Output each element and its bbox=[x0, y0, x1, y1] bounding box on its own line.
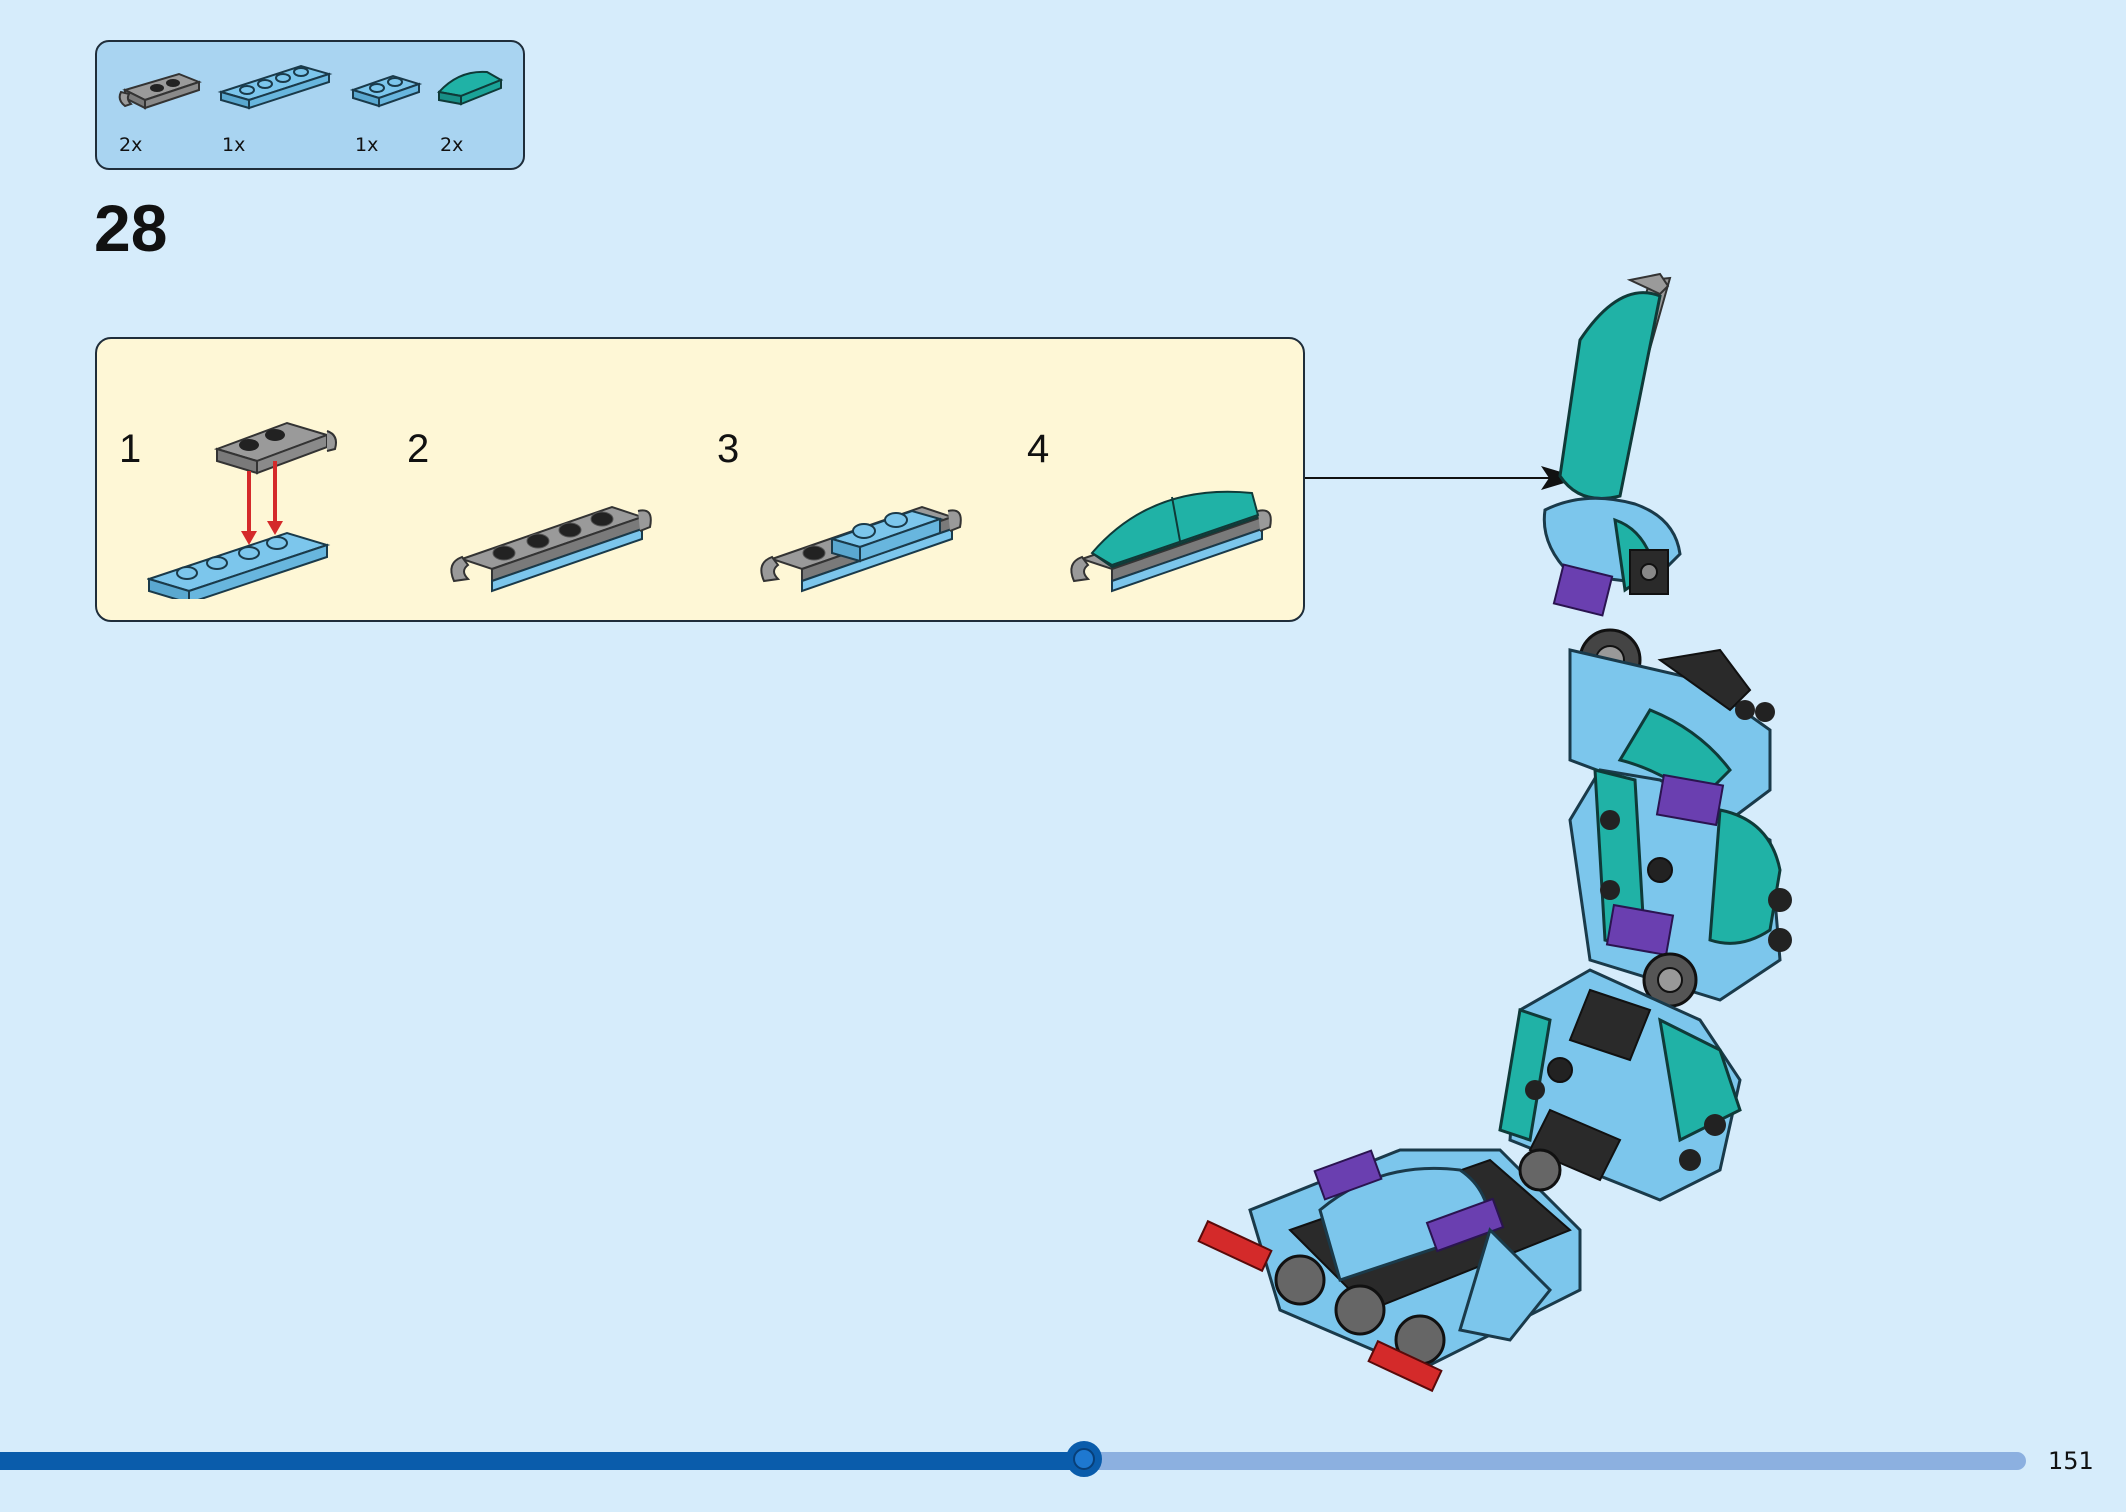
sub-step-number: 2 bbox=[407, 427, 430, 471]
gray-clip-plate-icon bbox=[117, 52, 207, 122]
sub-step-2-illustration bbox=[442, 449, 662, 603]
progress-fill bbox=[0, 1452, 1084, 1470]
teal-curved-slope-icon bbox=[435, 52, 511, 122]
light-blue-plate-1x4-icon bbox=[217, 52, 337, 122]
part-quantity: 2x bbox=[119, 134, 143, 156]
step-number: 28 bbox=[94, 191, 168, 265]
page-number: 151 bbox=[2048, 1447, 2094, 1475]
sub-step-number: 3 bbox=[717, 427, 740, 471]
sub-assembly-panel: 1 2 bbox=[95, 337, 1305, 622]
parts-list-box: 2x 1x 1x 2x bbox=[95, 40, 525, 170]
sub-step-1-illustration bbox=[145, 359, 347, 605]
part-quantity: 1x bbox=[222, 134, 246, 156]
progress-knob bbox=[1065, 1441, 1102, 1477]
sub-step-4-illustration bbox=[1062, 449, 1282, 603]
model-illustration bbox=[1190, 250, 1830, 1404]
sub-step-number: 4 bbox=[1027, 427, 1050, 471]
part-quantity: 2x bbox=[440, 134, 464, 156]
light-blue-plate-1x2-icon bbox=[349, 52, 425, 122]
sub-step-number: 1 bbox=[119, 427, 142, 471]
sub-step-3-illustration bbox=[752, 449, 972, 603]
progress-bar bbox=[0, 1441, 2026, 1477]
part-quantity: 1x bbox=[355, 134, 379, 156]
